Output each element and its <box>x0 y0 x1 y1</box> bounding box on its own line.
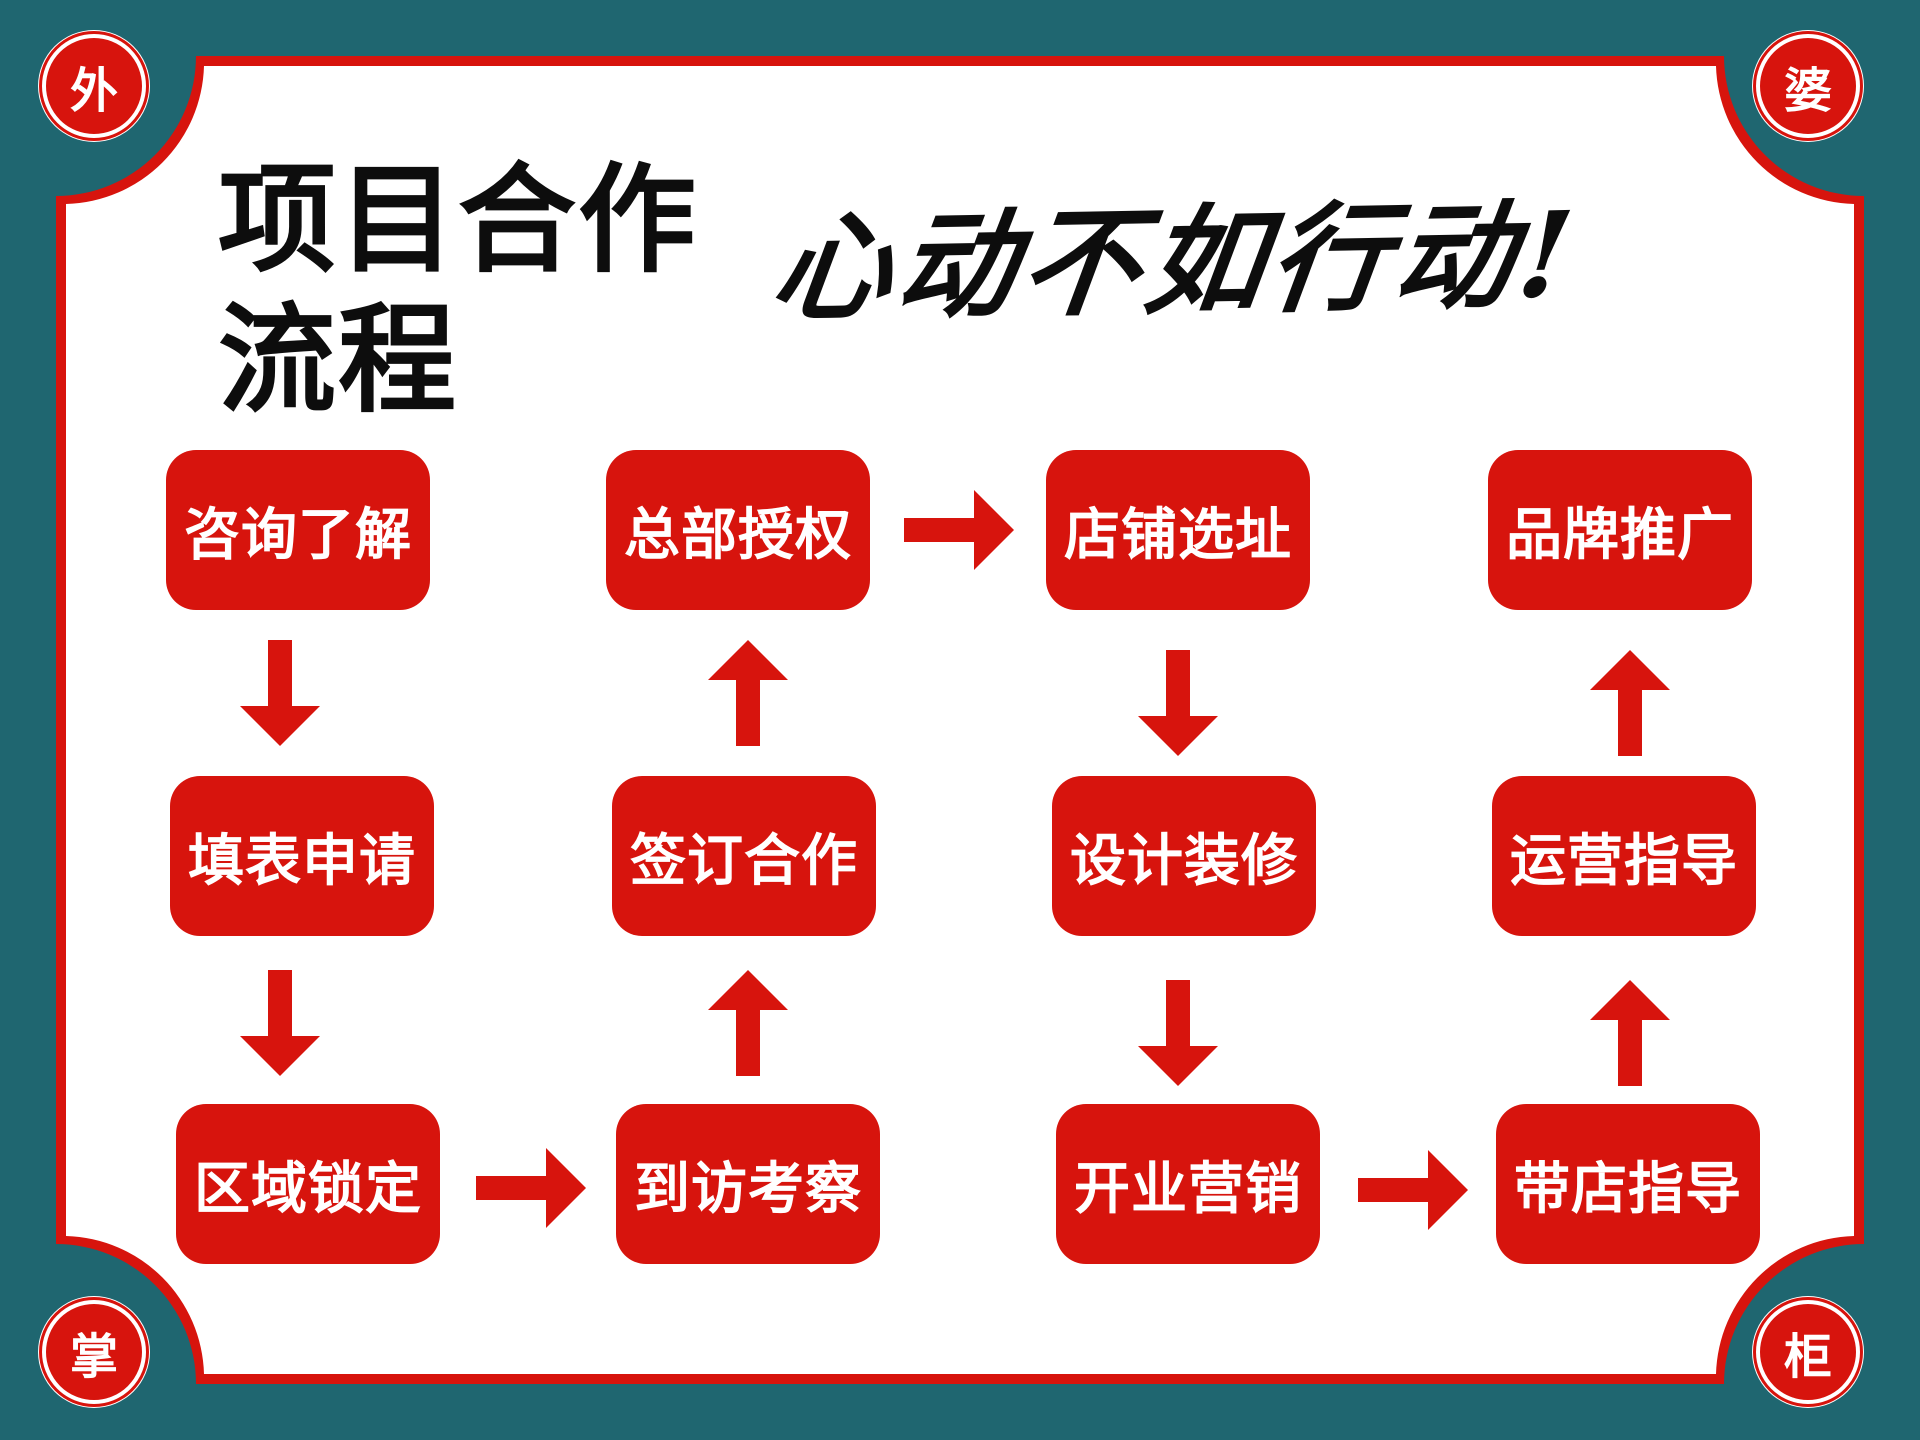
arrow-up-icon <box>1590 650 1670 756</box>
step-sign: 签订合作 <box>612 776 876 936</box>
arrow-right-icon <box>904 490 1014 570</box>
page-title: 项目合作 流程 <box>218 150 698 430</box>
step-site-select: 店铺选址 <box>1046 450 1310 610</box>
arrow-down-icon <box>240 640 320 746</box>
seal-char: 婆 <box>1756 34 1860 138</box>
seal-bottom-right: 柜 <box>1752 1296 1864 1408</box>
seal-top-right: 婆 <box>1752 30 1864 142</box>
arrow-up-icon <box>708 970 788 1076</box>
step-consult: 咨询了解 <box>166 450 430 610</box>
step-opening: 开业营销 <box>1056 1104 1320 1264</box>
step-apply: 填表申请 <box>170 776 434 936</box>
step-store-guide: 带店指导 <box>1496 1104 1760 1264</box>
arrow-up-icon <box>1590 980 1670 1086</box>
step-visit: 到访考察 <box>616 1104 880 1264</box>
step-brand-promo: 品牌推广 <box>1488 450 1752 610</box>
arrow-right-icon <box>476 1148 586 1228</box>
step-ops-guide: 运营指导 <box>1492 776 1756 936</box>
arrow-down-icon <box>1138 980 1218 1086</box>
title-line-2: 流程 <box>218 291 459 429</box>
arrow-up-icon <box>708 640 788 746</box>
arrow-down-icon <box>240 970 320 1076</box>
step-design: 设计装修 <box>1052 776 1316 936</box>
step-region-lock: 区域锁定 <box>176 1104 440 1264</box>
seal-top-left: 外 <box>38 30 150 142</box>
seal-bottom-left: 掌 <box>38 1296 150 1408</box>
seal-char: 外 <box>42 34 146 138</box>
seal-char: 掌 <box>42 1300 146 1404</box>
arrow-right-icon <box>1358 1150 1468 1230</box>
seal-char: 柜 <box>1756 1300 1860 1404</box>
slogan: 心动不如行动! <box>765 184 1586 338</box>
arrow-down-icon <box>1138 650 1218 756</box>
panel <box>66 66 1854 1374</box>
step-authorize: 总部授权 <box>606 450 870 610</box>
title-line-1: 项目合作 <box>218 151 699 289</box>
